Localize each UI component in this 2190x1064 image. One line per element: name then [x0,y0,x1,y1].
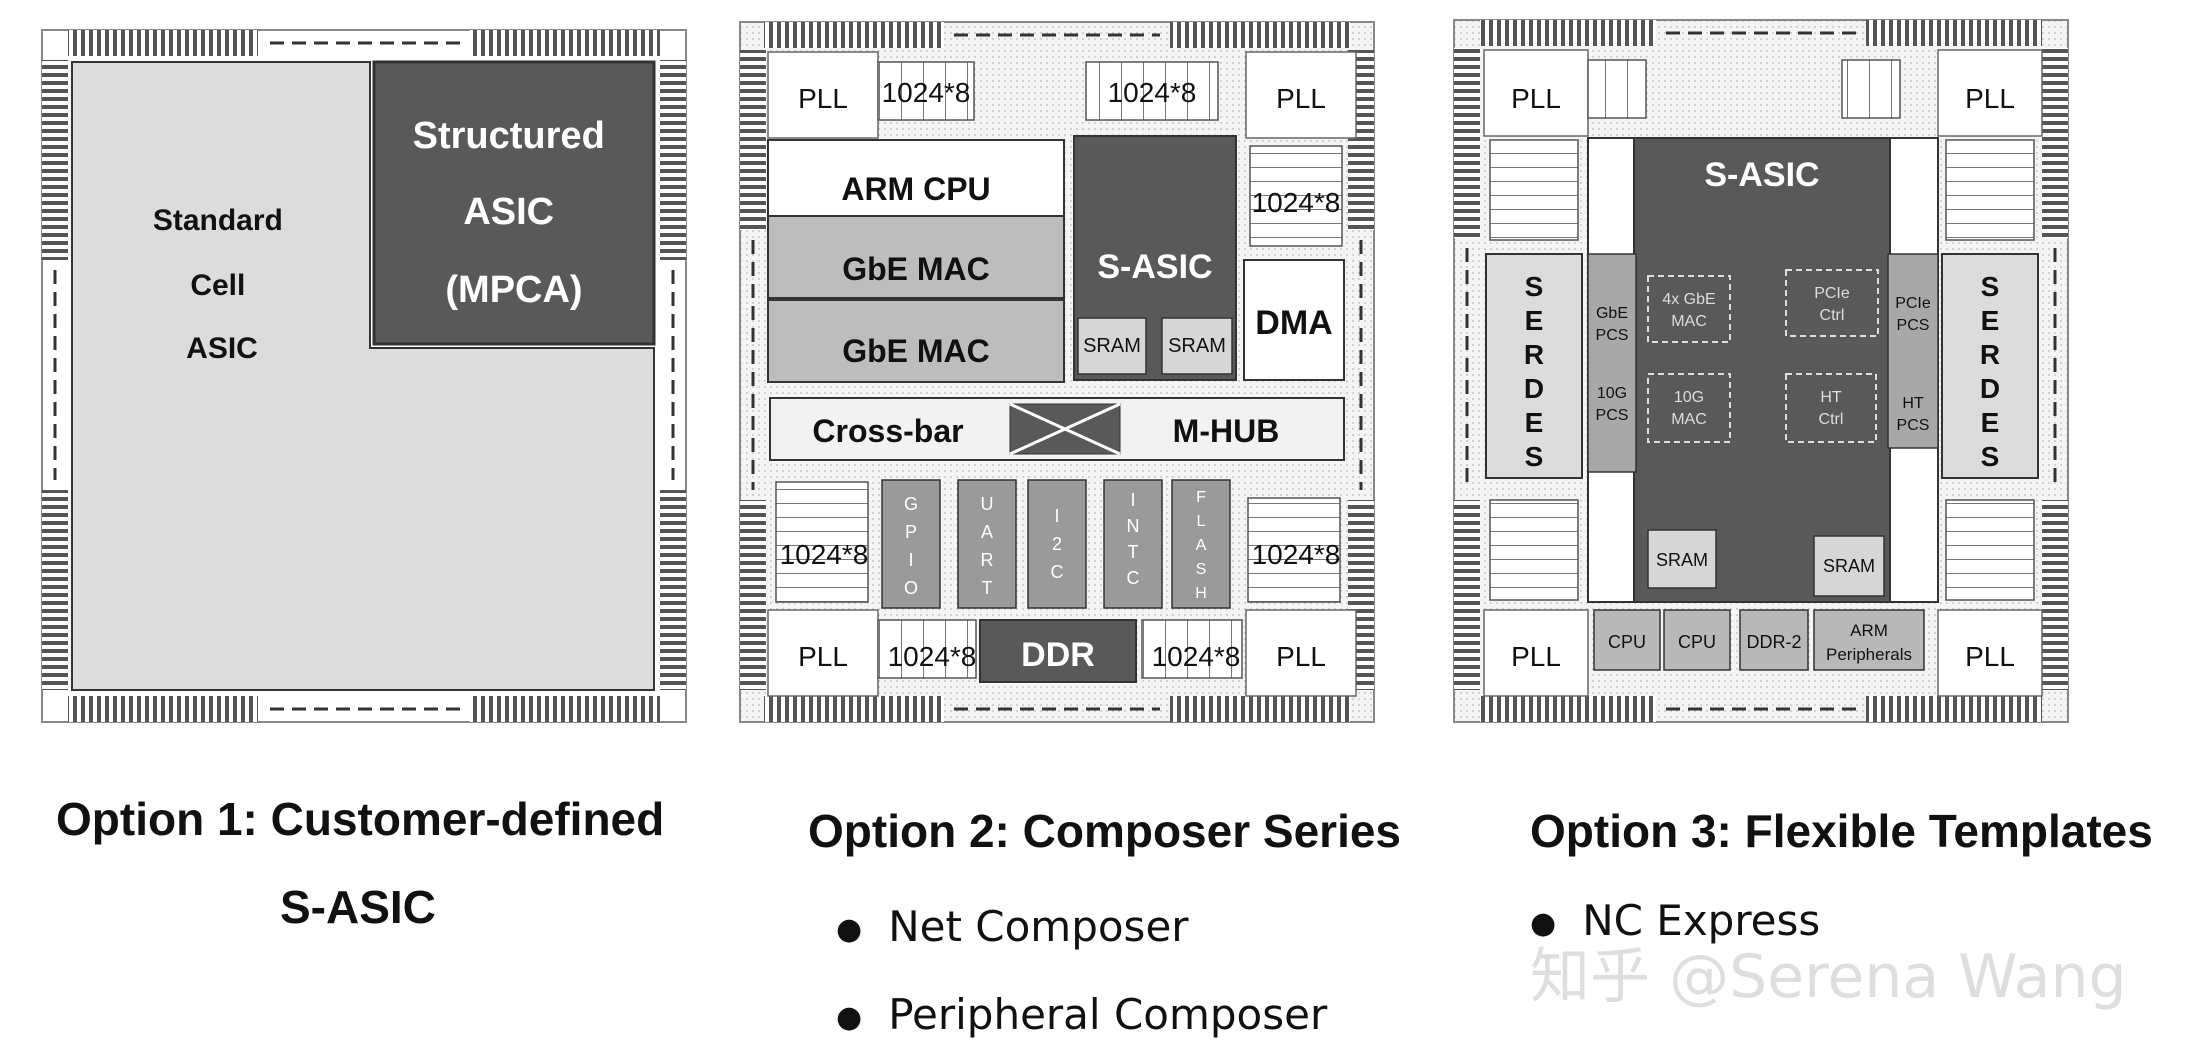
option3-bullet: ●NC Express [1530,896,1821,945]
chip-option1: Standard Cell ASIC Structured ASIC (MPCA… [41,29,687,723]
pll-label: PLL [1965,83,2015,114]
pll-label: PLL [1511,83,1561,114]
cpu-label: CPU [1608,632,1646,652]
dma-label: DMA [1255,304,1332,342]
s-asic-label: S-ASIC [1704,156,1819,194]
ddr2-label: DDR-2 [1746,632,1801,652]
chip-diagrams: Standard Cell ASIC Structured ASIC (MPCA… [41,19,2069,723]
option1-caption-line2: S-ASIC [280,881,436,933]
gbe-mac-label: GbE MAC [842,251,990,287]
option2-bullet: ●Peripheral Composer [836,990,1328,1039]
s-asic-label: S-ASIC [1097,248,1212,286]
memory-label: 1024*8 [1108,77,1197,108]
pll-label: PLL [798,83,848,114]
watermark: 知乎 @Serena Wang [1530,942,2127,1012]
memory-label: 1024*8 [888,641,977,672]
pll-label: PLL [798,641,848,672]
sram-label: SRAM [1168,335,1226,357]
pll-label: PLL [1276,83,1326,114]
memory-label: 1024*8 [1152,641,1241,672]
memory-label: 1024*8 [1252,539,1341,570]
chip-option2: PLL PLL PLL PLL 1024*8 1024*8 1024*8 ARM… [739,21,1375,723]
ddr-label: DDR [1021,636,1095,674]
memory-label: 1024*8 [1252,187,1341,218]
arm-cpu-label: ARM CPU [841,171,990,207]
gbe-mac-label: GbE MAC [842,333,990,369]
pll-label: PLL [1965,641,2015,672]
mhub-label: M-HUB [1173,413,1280,449]
sram-label: SRAM [1083,335,1141,357]
option2-caption: Option 2: Composer Series [808,805,1402,857]
sram-label: SRAM [1823,556,1875,576]
cpu-label: CPU [1678,632,1716,652]
sram-label: SRAM [1656,550,1708,570]
option1-caption: Option 1: Customer-defined [56,793,665,845]
option2-bullet: ●Net Composer [836,902,1189,951]
structured-asic-block [372,60,656,346]
ddr-block [979,619,1137,683]
standard-cell-label: Standard Cell ASIC [153,204,291,365]
structured-asic-label: Structured ASIC (MPCA) [413,115,616,311]
s-asic-block [1633,137,1891,603]
pll-label: PLL [1276,641,1326,672]
memory-label: 1024*8 [882,77,971,108]
option3-caption: Option 3: Flexible Templates [1530,805,2153,857]
memory-label: 1024*8 [780,539,869,570]
crossbar-label: Cross-bar [812,413,963,449]
pll-label: PLL [1511,641,1561,672]
